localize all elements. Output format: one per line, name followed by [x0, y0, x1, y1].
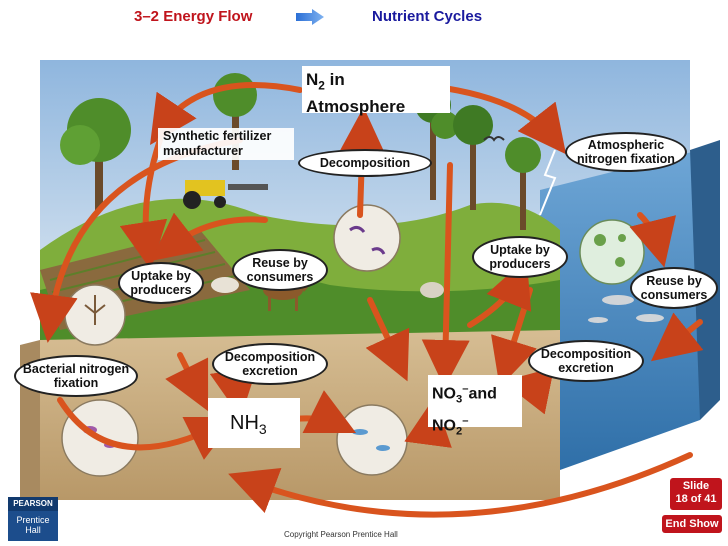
logo-line1: Prentice: [16, 515, 50, 525]
logo-top-text: PEARSON: [8, 497, 58, 511]
decomposition-excretion-right-label: Decomposition excretion: [528, 340, 644, 382]
decomposition-excretion-left-label: Decomposition excretion: [212, 343, 328, 385]
slide-counter: Slide 18 of 41: [670, 478, 722, 510]
prev-section-link[interactable]: 3–2 Energy Flow: [134, 8, 253, 25]
slide-number: 18 of 41: [675, 493, 717, 505]
synthetic-fertilizer-label: Synthetic fertilizer manufacturer: [158, 128, 294, 160]
pearson-logo: PEARSON Prentice Hall: [8, 497, 58, 541]
slide-label: Slide: [682, 480, 710, 492]
page-title: Nutrient Cycles: [372, 8, 483, 25]
no3-no2-label: NO3–and NO2–: [428, 375, 522, 437]
next-arrow-icon[interactable]: [296, 9, 324, 30]
uptake-producers-right-label: Uptake by producers: [472, 236, 568, 278]
reuse-consumers-right-label: Reuse by consumers: [630, 267, 718, 309]
bacterial-fixation-label: Bacterial nitrogen fixation: [14, 355, 138, 397]
copyright-text: Copyright Pearson Prentice Hall: [284, 530, 398, 539]
end-show-button[interactable]: End Show: [662, 515, 722, 533]
logo-line2: Hall: [25, 525, 41, 535]
reuse-consumers-left-label: Reuse by consumers: [232, 249, 328, 291]
nh3-label: NH3: [208, 398, 300, 448]
n2-atmosphere-label: N2 in Atmosphere: [302, 66, 450, 116]
decomposition-top-label: Decomposition: [298, 149, 432, 177]
uptake-producers-left-label: Uptake by producers: [118, 262, 204, 304]
atmospheric-fixation-label: Atmospheric nitrogen fixation: [565, 132, 687, 172]
